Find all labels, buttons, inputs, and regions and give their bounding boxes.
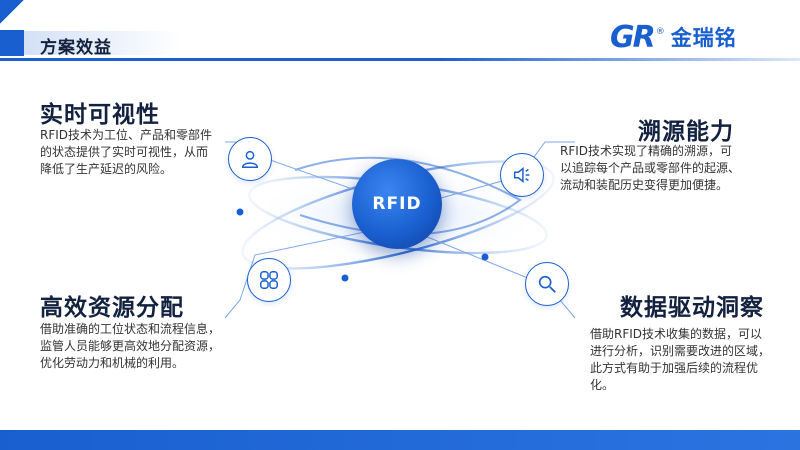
dot-2 xyxy=(481,253,489,261)
title-bar-background xyxy=(0,31,180,55)
footer-bar xyxy=(0,430,800,450)
section-desc-visibility: RFID技术为工位、产品和零部件 的状态提供了实时可视性，从而 降低了生产延迟的… xyxy=(40,127,240,178)
desc-line: 借助准确的工位状态和流程信息， xyxy=(40,322,221,336)
section-title-resource: 高效资源分配 xyxy=(40,295,184,321)
desc-line: RFID技术为工位、产品和零部件 xyxy=(40,128,213,142)
corner-decoration xyxy=(0,0,24,24)
section-desc-resource: 借助准确的工位状态和流程信息， 监管人员能够更高效地分配资源， 优化劳动力和机械… xyxy=(40,321,260,372)
section-title-visibility: 实时可视性 xyxy=(40,102,160,128)
desc-line: 优化劳动力和机械的利用。 xyxy=(40,356,185,370)
title-tab-decoration xyxy=(0,30,24,56)
logo-registered-mark: ® xyxy=(655,27,665,37)
desc-line: RFID技术实现了精确的溯源，可 xyxy=(560,144,733,158)
desc-line: 进行分析，识别需要改进的区域， xyxy=(590,344,771,358)
section-title-insights: 数据驱动洞察 xyxy=(620,295,764,321)
speaker-icon xyxy=(500,153,544,197)
logo-name: 金瑞铭 xyxy=(670,26,737,50)
desc-line: 降低了生产延迟的风险。 xyxy=(40,162,173,176)
dot-3 xyxy=(341,274,349,282)
rfid-core: RFID xyxy=(352,159,442,249)
desc-line: 流动和装配历史变得更加便捷。 xyxy=(560,178,729,192)
brand-logo: GR ® 金瑞铭 xyxy=(610,18,790,56)
desc-line: 监管人员能够更高效地分配资源， xyxy=(40,339,221,353)
desc-line: 以追踪每个产品或零部件的起源、 xyxy=(560,161,741,175)
rfid-label: RFID xyxy=(372,194,422,214)
section-title-traceability: 溯源能力 xyxy=(638,119,734,145)
page-title: 方案效益 xyxy=(40,38,112,58)
desc-line: 化。 xyxy=(590,378,615,392)
desc-line: 借助RFID技术收集的数据，可以 xyxy=(590,327,763,341)
section-desc-insights: 借助RFID技术收集的数据，可以 进行分析，识别需要改进的区域， 此方式有助于加… xyxy=(590,326,790,394)
section-desc-traceability: RFID技术实现了精确的溯源，可 以追踪每个产品或零部件的起源、 流动和装配历史… xyxy=(560,143,790,194)
desc-line: 的状态提供了实时可视性，从而 xyxy=(40,145,209,159)
search-icon xyxy=(525,262,569,306)
desc-line: 此方式有助于加强后续的流程优 xyxy=(590,361,759,375)
logo-mark: GR xyxy=(610,19,656,55)
dot-1 xyxy=(236,208,244,216)
user-icon xyxy=(228,137,272,181)
grid-icon xyxy=(247,258,291,302)
header-divider xyxy=(0,58,800,61)
